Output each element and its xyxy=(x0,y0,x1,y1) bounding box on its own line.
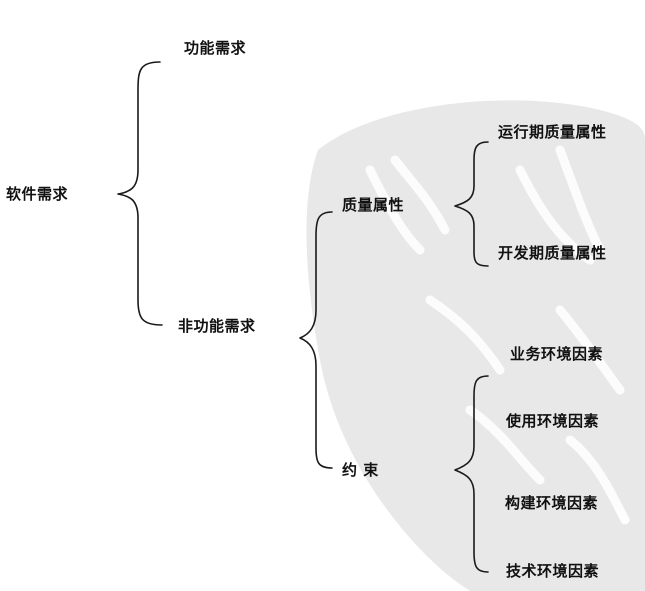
bracket-constraint xyxy=(454,375,489,573)
node-build-environment: 构建环境因素 xyxy=(505,494,599,512)
node-constraints: 约 束 xyxy=(342,461,379,479)
node-nonfunctional-requirements: 非功能需求 xyxy=(178,317,256,335)
bracket-quality xyxy=(454,141,489,267)
node-software-requirements: 软件需求 xyxy=(6,185,69,203)
node-runtime-quality: 运行期质量属性 xyxy=(498,123,607,141)
node-business-environment: 业务环境因素 xyxy=(510,345,604,363)
node-tech-environment: 技术环境因素 xyxy=(506,562,600,580)
bracket-nonfunctional xyxy=(299,211,333,469)
node-usage-environment: 使用环境因素 xyxy=(506,412,600,430)
node-functional-requirements: 功能需求 xyxy=(184,39,247,57)
node-quality-attributes: 质量属性 xyxy=(342,196,405,214)
bracket-root xyxy=(117,61,163,326)
node-devtime-quality: 开发期质量属性 xyxy=(498,244,607,262)
